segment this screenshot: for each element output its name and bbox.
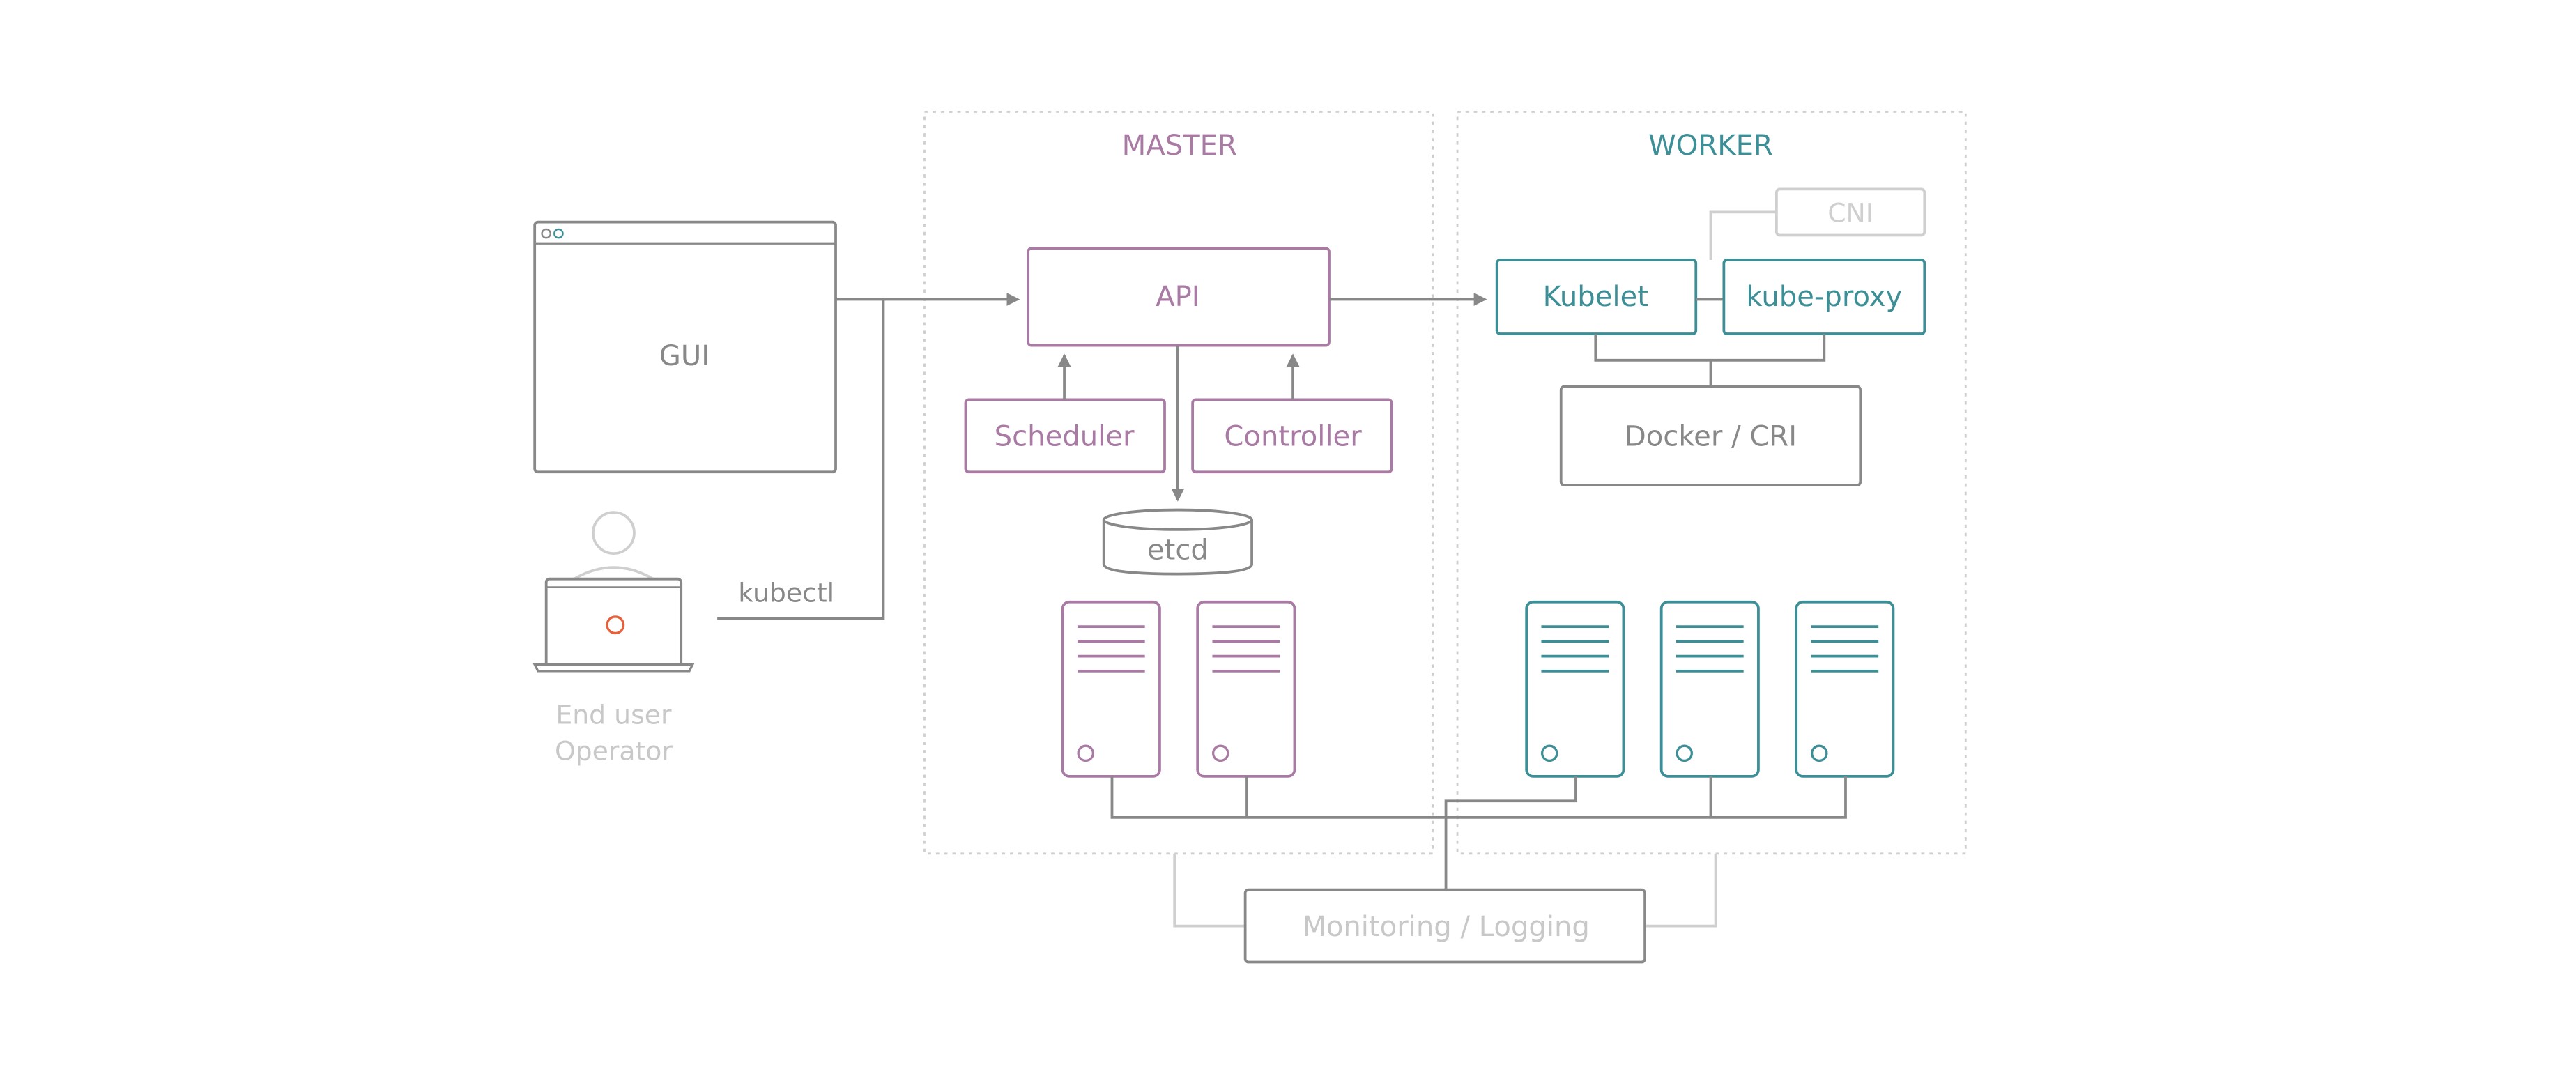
worker-title: WORKER (1648, 130, 1773, 162)
master-internal-arrows (1057, 345, 1300, 502)
monitoring-logging-label: Monitoring / Logging (1302, 911, 1590, 943)
worker-server-icon (1795, 600, 1895, 778)
controller-label: Controller (1224, 421, 1362, 453)
monitoring-logging-box: Monitoring / Logging (1243, 888, 1646, 964)
gui-label: GUI (659, 340, 710, 372)
container-runtime-box: Docker / CRI (1559, 385, 1862, 487)
cni-box: CNI (1709, 187, 1926, 260)
gui-window: GUI (533, 220, 837, 474)
kubelet-box: Kubelet (1495, 258, 1698, 335)
controller-box: Controller (1191, 398, 1393, 474)
etcd-label: etcd (1147, 534, 1209, 566)
scheduler-box: Scheduler (964, 398, 1166, 474)
kube-proxy-label: kube-proxy (1746, 281, 1902, 313)
kubelet-label: Kubelet (1543, 281, 1648, 313)
master-title: MASTER (1122, 130, 1237, 162)
cni-label: CNI (1827, 198, 1873, 229)
scheduler-label: Scheduler (995, 421, 1135, 453)
client-connectors (717, 293, 1020, 620)
worker-server-icon (1659, 600, 1760, 778)
end-user-icon (573, 511, 654, 581)
api-box: API (1027, 247, 1331, 347)
laptop-logo-icon (606, 615, 625, 635)
etcd-database-icon: etcd (1102, 508, 1253, 576)
master-server-icon (1196, 600, 1296, 778)
window-dot-icon (541, 228, 552, 239)
laptop-icon (532, 577, 695, 673)
worker-server-icon (1525, 600, 1625, 778)
window-dot-icon (553, 228, 564, 239)
master-server-icon (1061, 600, 1161, 778)
container-runtime-label: Docker / CRI (1625, 421, 1797, 453)
api-label: API (1156, 281, 1199, 313)
operator-label: Operator (555, 735, 673, 766)
end-user-label: End user (555, 699, 672, 730)
server-network-bus (1110, 776, 1847, 890)
monitoring-side-connectors (1173, 853, 1717, 928)
runtime-connectors (1594, 334, 1826, 387)
kube-proxy-box: kube-proxy (1722, 258, 1926, 335)
kubectl-label: kubectl (738, 578, 834, 608)
